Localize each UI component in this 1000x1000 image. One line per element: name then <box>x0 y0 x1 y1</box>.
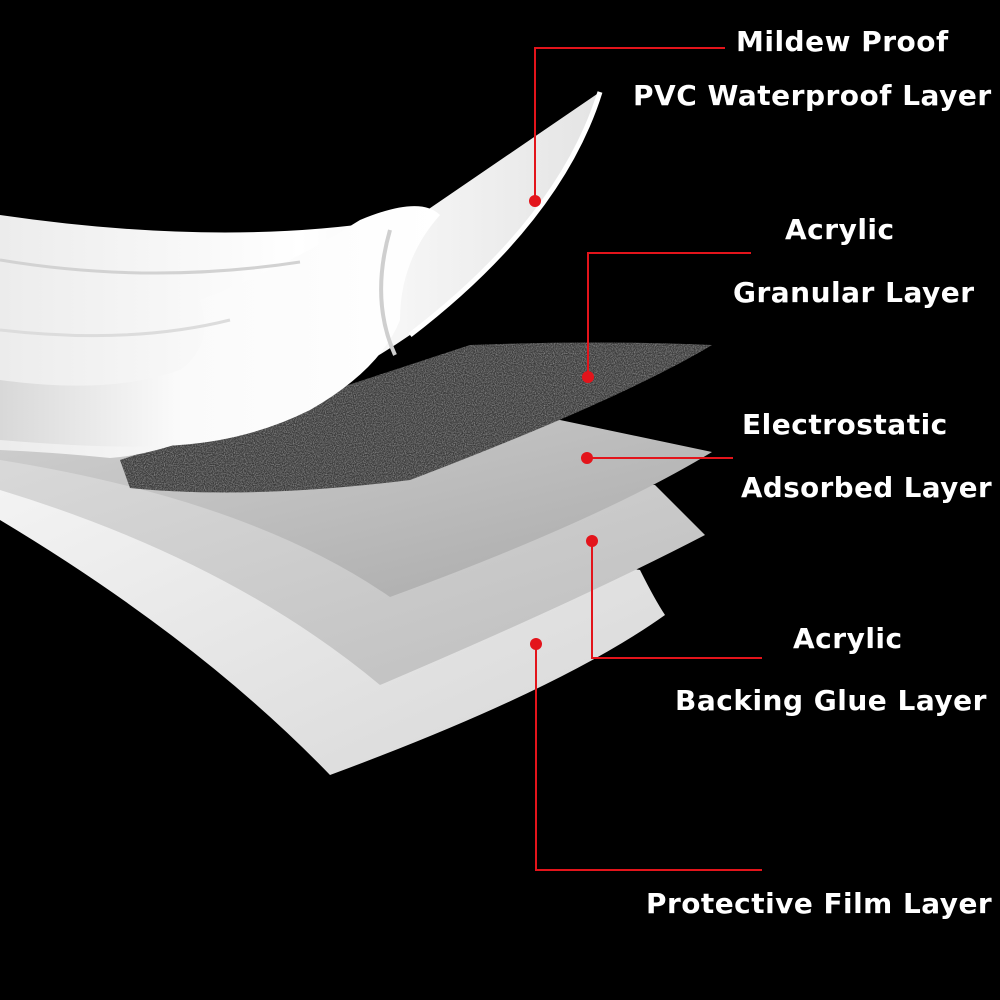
pvc-leader <box>534 47 725 201</box>
label-acrylic-granular-1: Acrylic <box>785 213 895 246</box>
backing-marker <box>586 535 598 547</box>
granular-marker <box>582 371 594 383</box>
label-pvc-waterproof-layer: PVC Waterproof Layer <box>633 79 992 112</box>
label-backing-glue-layer: Backing Glue Layer <box>675 684 987 717</box>
film-marker <box>530 638 542 650</box>
label-acrylic-backing-1: Acrylic <box>793 622 903 655</box>
label-mildew-proof: Mildew Proof <box>736 25 949 58</box>
label-granular-layer: Granular Layer <box>733 276 975 309</box>
pvc-fold <box>0 206 440 447</box>
label-electrostatic: Electrostatic <box>742 408 948 441</box>
electrostatic-marker <box>581 452 593 464</box>
granular-leader <box>587 252 751 377</box>
film-leader <box>535 644 762 871</box>
leader-lines <box>534 47 762 871</box>
label-protective-film-layer: Protective Film Layer <box>646 887 993 920</box>
backing-leader <box>591 541 762 659</box>
pvc-marker <box>529 195 541 207</box>
label-adsorbed-layer: Adsorbed Layer <box>741 471 993 504</box>
